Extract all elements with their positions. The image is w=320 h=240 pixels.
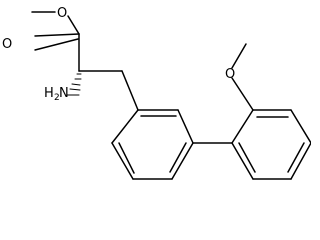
phenyl-ring-a — [111, 109, 194, 180]
hashed-wedge-bond — [66, 73, 82, 96]
carbonyl-oxygen-label: O — [2, 37, 12, 52]
bond-methylene-ring — [121, 70, 139, 111]
bond-ether-oxygen-methyl — [231, 43, 247, 69]
chemical-structure: O O H 2 N O — [2, 6, 311, 180]
amine-h-subscript: 2 — [54, 93, 60, 103]
bond-carbonyl-double-2 — [34, 38, 79, 51]
amine-n-label: N — [59, 86, 69, 101]
bond-ring-ether-oxygen — [231, 77, 254, 111]
ester-oxygen-label: O — [57, 6, 67, 21]
amine-h-label: H — [44, 86, 54, 101]
ether-oxygen-label: O — [225, 67, 235, 82]
bond-oxygen-carbonyl — [67, 15, 80, 35]
structure-canvas: O O H 2 N O — [2, 6, 311, 180]
bond-carbonyl-double-1 — [34, 33, 80, 37]
phenyl-ring-b — [231, 109, 311, 180]
